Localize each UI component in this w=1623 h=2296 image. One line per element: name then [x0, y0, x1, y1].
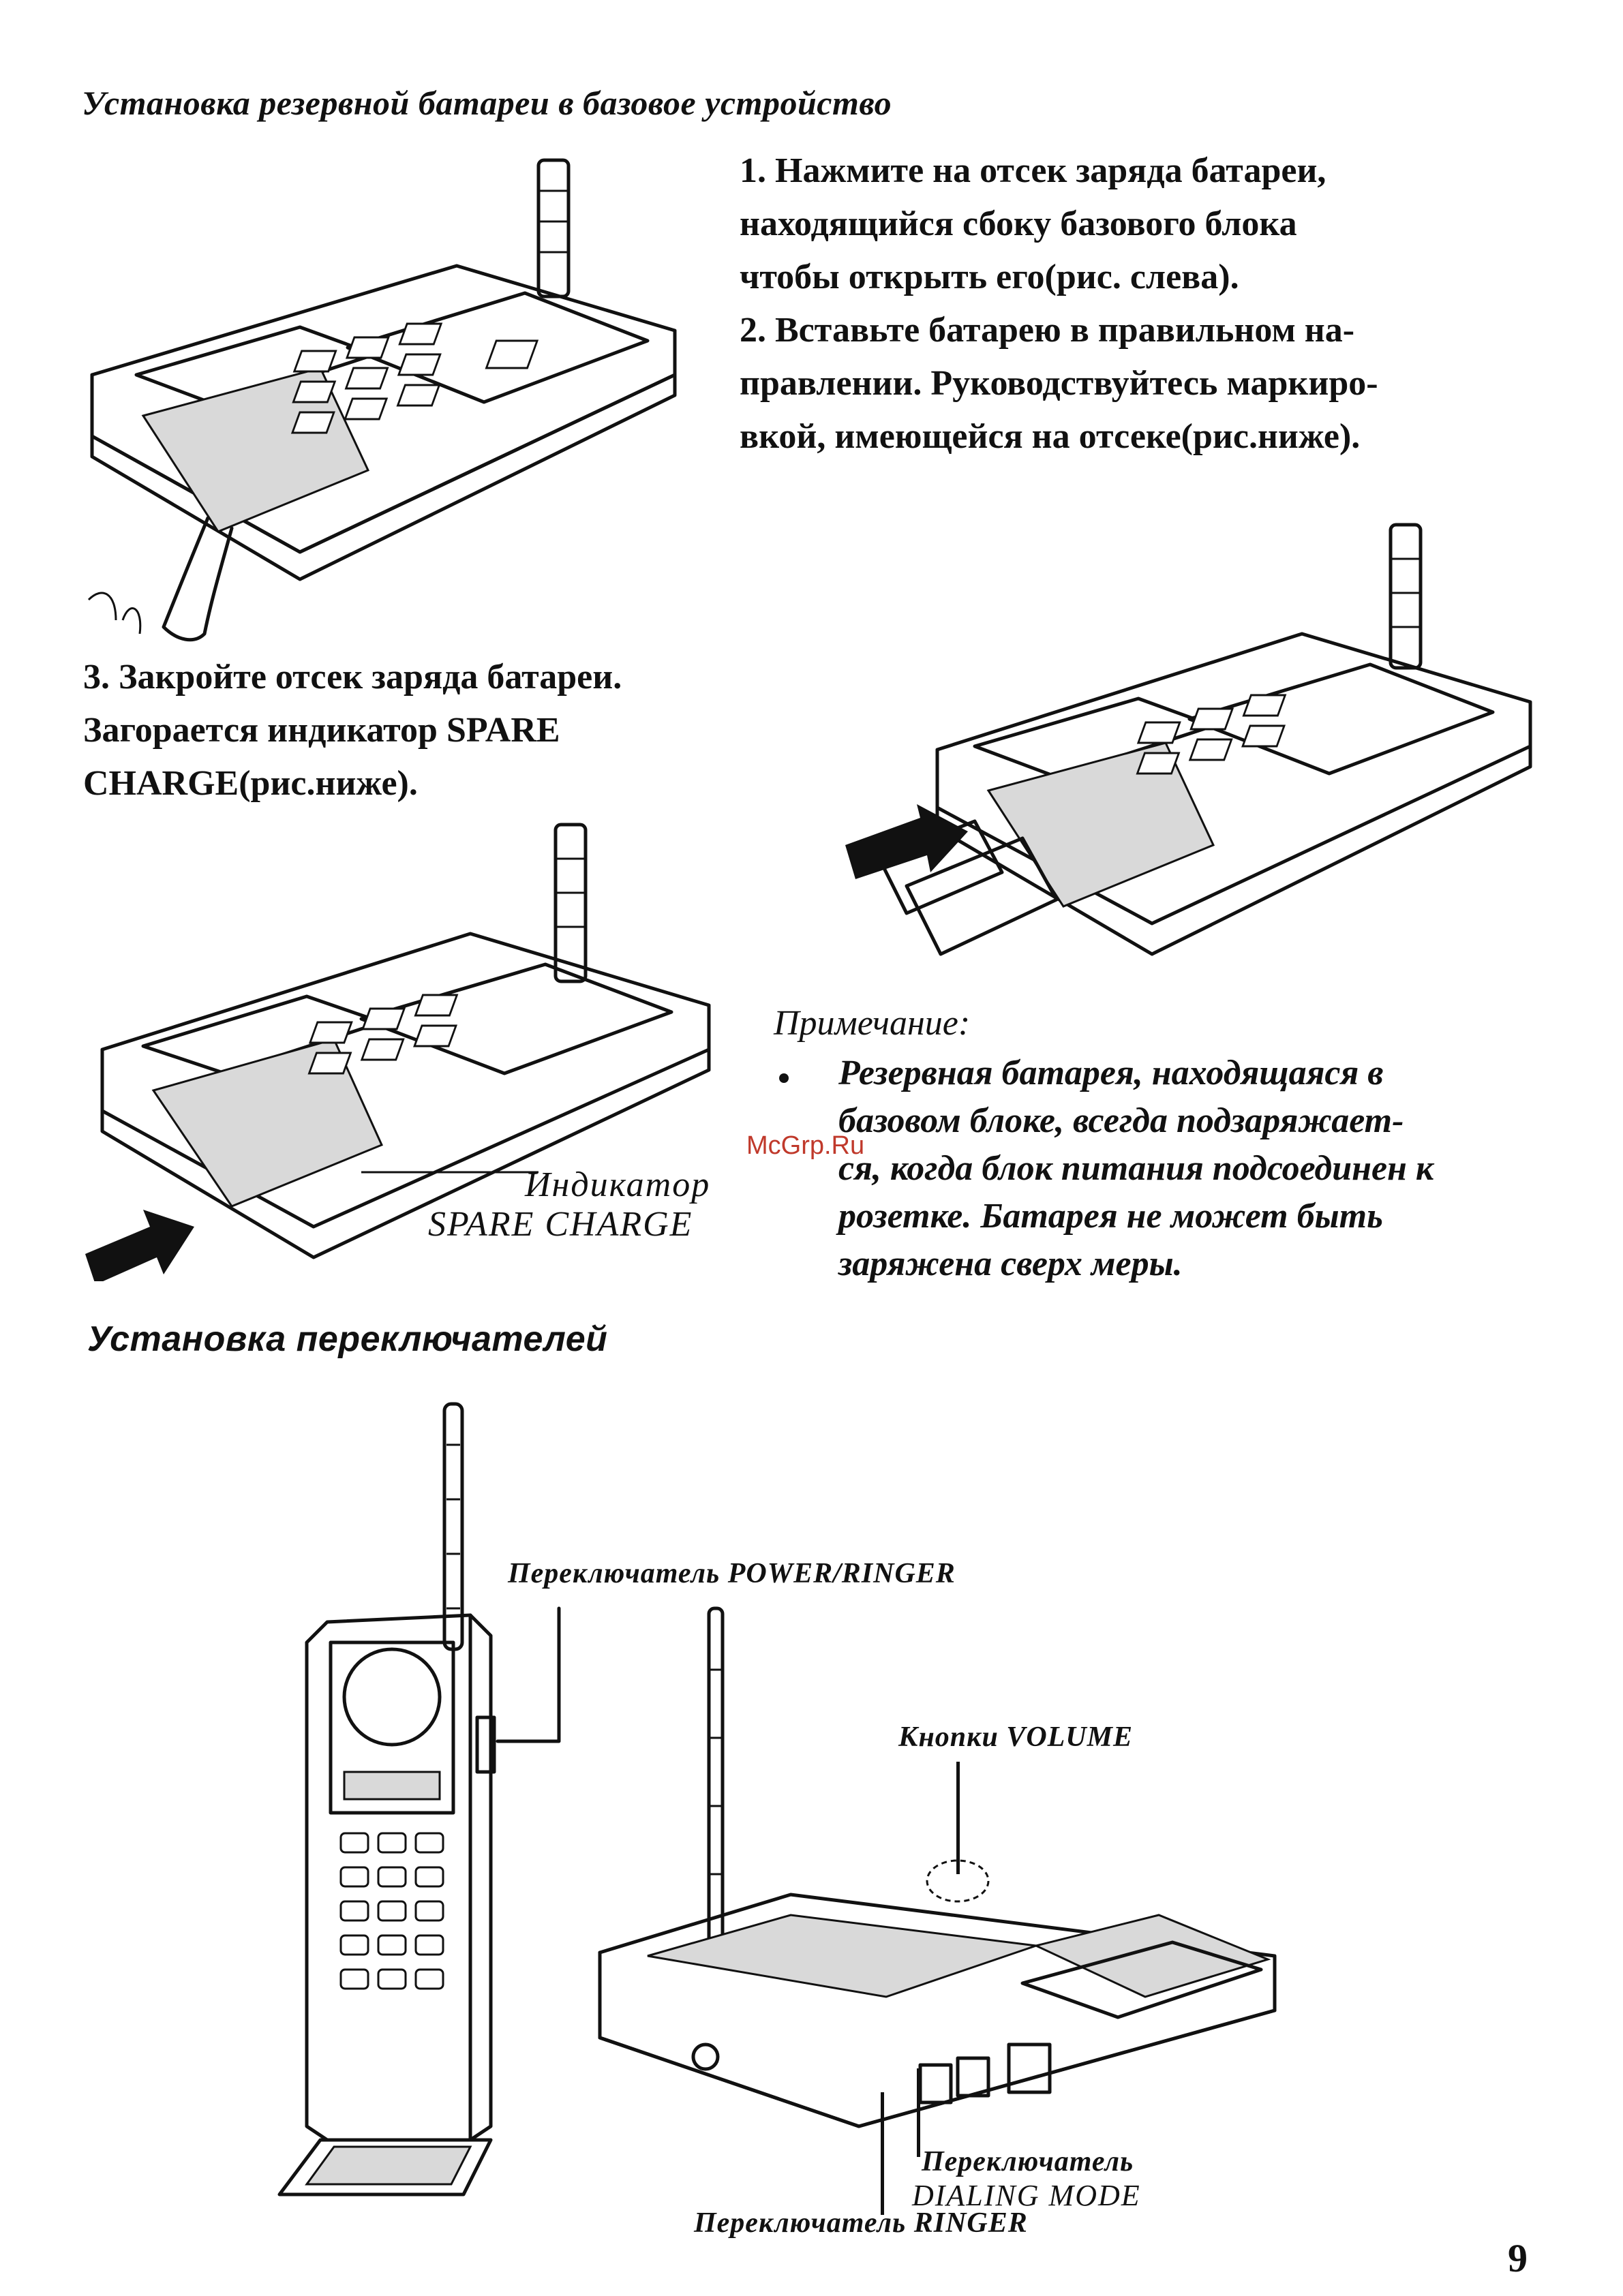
- spare-charge-callout-line1: Индикатор: [525, 1165, 711, 1204]
- dialing-mode-leader-line: [917, 2068, 920, 2157]
- page-number: 9: [1508, 2236, 1528, 2280]
- step-line: чтобы открыть его(рис. слева).: [740, 258, 1239, 296]
- step-3: 3. Закройте отсек заряда батареи. Загора…: [83, 651, 765, 810]
- volume-callout: Кнопки VOLUME: [898, 1721, 1133, 1753]
- ringer-leader-line: [881, 2092, 884, 2215]
- dialing-mode-callout-line1: Переключатель: [922, 2146, 1134, 2177]
- note-title: Примечание:: [774, 1004, 971, 1043]
- note-body: Резервная батарея, находящаяся в базовом…: [838, 1050, 1561, 1288]
- note-line: заряжена сверх меры.: [838, 1244, 1183, 1283]
- step-line: CHARGE(рис.ниже).: [83, 764, 418, 803]
- note-line: розетке. Батарея не может быть: [838, 1197, 1383, 1236]
- power-ringer-leader-line: [496, 1606, 561, 1743]
- step-line: находящийся сбоку базового блока: [740, 204, 1297, 243]
- step-line: вкой, имеющейся на отсеке(рис.ниже).: [740, 417, 1361, 456]
- base-unit-switches-illustration: [598, 1606, 1277, 2128]
- watermark: McGrp.Ru: [746, 1131, 865, 1160]
- section-title-switches: Установка переключателей: [87, 1319, 608, 1359]
- note-line: Резервная батарея, находящаяся в: [838, 1054, 1384, 1092]
- base-unit-spare-charge-illustration: [85, 823, 711, 1281]
- note-bullet: [776, 1070, 792, 1086]
- handset-illustration: [277, 1402, 496, 2196]
- note-line: базовом блоке, всегда подзаряжает-: [838, 1101, 1404, 1140]
- power-ringer-callout: Переключатель POWER/RINGER: [508, 1558, 956, 1589]
- dialing-mode-callout-line2: DIALING MODE: [912, 2179, 1141, 2212]
- steps-1-2: 1. Нажмите на отсек заряда батареи, нахо…: [740, 144, 1544, 463]
- note-line: ся, когда блок питания подсоединен к: [838, 1149, 1434, 1188]
- step-line: Загорается индикатор SPARE: [83, 711, 560, 750]
- section-title-backup-battery: Установка резервной батареи в базовое ус…: [82, 84, 892, 122]
- step-line: правлении. Руководствуйтесь маркиро-: [740, 364, 1378, 403]
- step-line: 2. Вставьте батарею в правильном на-: [740, 311, 1355, 350]
- step-line: 1. Нажмите на отсек заряда батареи,: [740, 151, 1326, 190]
- volume-leader-line: [956, 1762, 960, 1874]
- ringer-callout: Переключатель RINGER: [694, 2207, 1028, 2239]
- step-line: 3. Закройте отсек заряда батареи.: [83, 658, 622, 697]
- base-unit-open-compartment-illustration: [87, 158, 677, 642]
- base-unit-insert-battery-illustration: [845, 523, 1532, 956]
- spare-charge-callout-line2: SPARE CHARGE: [428, 1205, 693, 1244]
